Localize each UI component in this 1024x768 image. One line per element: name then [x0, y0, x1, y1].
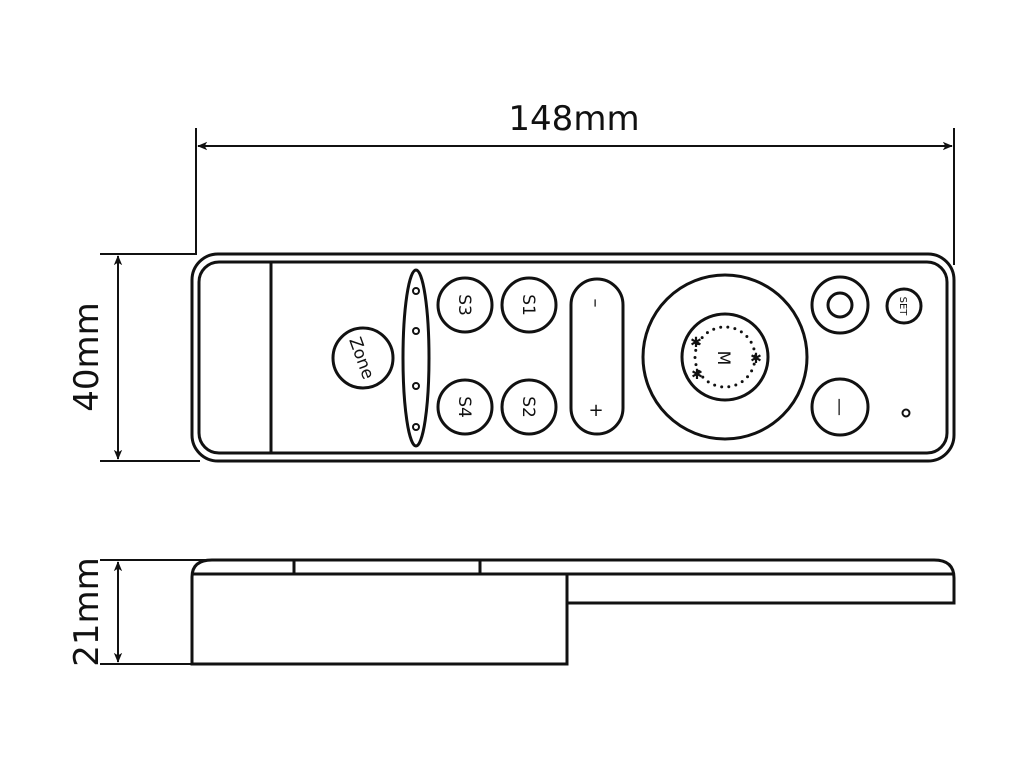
dotted-color-ring — [693, 325, 757, 389]
scene-button-s1: S1 — [500, 276, 558, 334]
set-button-circle — [885, 287, 923, 325]
star-mark-2: ✱ — [750, 351, 762, 367]
star-mark-3: ✱ — [691, 367, 703, 383]
width-dimension: 148mm — [195, 99, 955, 265]
on-button-outer — [810, 275, 870, 335]
off-button: — — [810, 377, 870, 437]
zone-led-2 — [412, 327, 420, 335]
height-label: 40mm — [67, 302, 107, 412]
zone-indicator-pill — [401, 268, 431, 448]
remote-side-view — [190, 558, 956, 666]
on-button-inner — [826, 291, 854, 319]
zone-indicator-strip — [401, 268, 431, 448]
zone-led-3 — [412, 382, 420, 390]
remote-outer-body — [190, 252, 956, 463]
star-mark-1: ✱ — [690, 335, 702, 351]
color-wheel-ring — [641, 273, 809, 441]
zone-button-label: Zone — [344, 335, 378, 383]
color-wheel: ✱ ✱ ✱ M — [641, 273, 809, 441]
zone-led-4 — [412, 423, 420, 431]
scene-button-s3: S3 — [436, 276, 494, 334]
brightness-rocker: – + — [569, 277, 625, 436]
off-label: — — [829, 398, 850, 416]
scene-button-s4: S4 — [436, 378, 494, 436]
s4-label: S4 — [454, 396, 474, 418]
plus-label: + — [588, 400, 603, 421]
zone-led-1 — [412, 287, 420, 295]
width-label: 148mm — [508, 99, 639, 139]
mode-label: M — [713, 351, 733, 366]
minus-label: – — [585, 299, 606, 308]
scene-button-s2: S2 — [500, 378, 558, 436]
zone-button: Zone — [331, 326, 395, 390]
s2-label: S2 — [518, 396, 538, 418]
zone-button-circle — [331, 326, 395, 390]
mode-button — [680, 312, 770, 402]
s1-label: S1 — [518, 294, 538, 316]
s3-label: S3 — [454, 294, 474, 316]
depth-dimension: 21mm — [67, 557, 206, 667]
side-outline — [190, 558, 956, 666]
indicator-led — [901, 408, 911, 418]
brightness-rocker-body — [569, 277, 625, 436]
set-button: SET — [885, 287, 923, 325]
set-label: SET — [897, 297, 908, 317]
height-dimension: 40mm — [67, 253, 200, 462]
depth-label: 21mm — [67, 557, 107, 667]
remote-top-view: Zone S3 S1 S4 S2 – — [190, 252, 956, 463]
on-button — [810, 275, 870, 335]
off-button-outer — [810, 377, 870, 437]
remote-inner-body — [197, 260, 949, 455]
